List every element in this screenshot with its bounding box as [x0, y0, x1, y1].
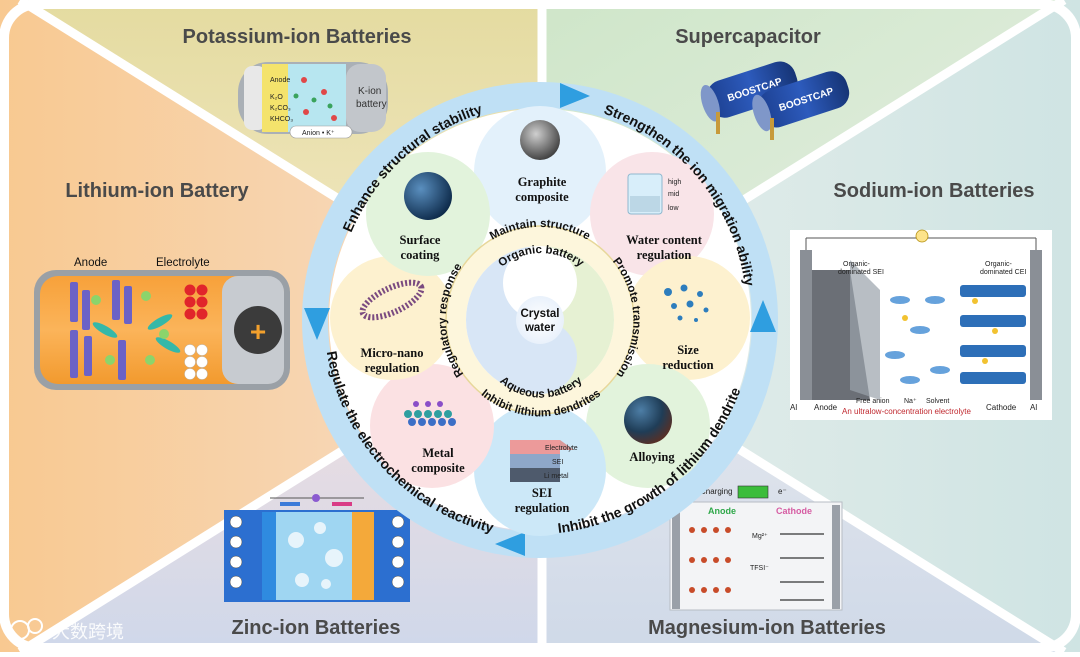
title-supercapacitor: Supercapacitor — [675, 26, 821, 48]
title-sodium: Sodium-ion Batteries — [833, 180, 1034, 202]
water-low: low — [668, 205, 679, 212]
size-particles-image — [664, 284, 709, 322]
potassium-kion-label-1: K-ion — [358, 86, 381, 97]
title-magnesium: Magnesium-ion Batteries — [648, 617, 886, 639]
sei-electrolyte: Electrolyte — [545, 445, 578, 452]
sodium-free-anion: Free anion — [856, 398, 890, 405]
sodium-solvent: Solvent — [926, 398, 949, 405]
water-high: high — [668, 179, 681, 186]
sodium-cei-label-2: dominated CEI — [980, 269, 1026, 276]
lithium-plus-terminal: + — [250, 316, 266, 347]
title-potassium: Potassium-ion Batteries — [183, 26, 412, 48]
magnesium-electron-label: e⁻ — [778, 487, 787, 496]
sodium-sei-label-2: dominated SEI — [838, 269, 884, 276]
magnesium-anode-label: Anode — [708, 506, 736, 516]
magnesium-charging-label: Charging — [700, 487, 732, 496]
core-yin-yang — [466, 246, 614, 394]
supercapacitor-illustration: BOOSTCAP BOOSTCAP — [700, 61, 850, 140]
magnesium-mg-label: Mg²⁺ — [752, 533, 768, 540]
water-beaker-image: high mid low — [627, 173, 681, 215]
potassium-legend: Anion • K⁺ — [302, 130, 335, 137]
sodium-cei-label-1: Organic- — [985, 261, 1013, 268]
potassium-kion-label-2: battery — [356, 99, 387, 110]
petal-graphite — [474, 106, 606, 238]
title-zinc: Zinc-ion Batteries — [232, 617, 401, 639]
potassium-chem-2: K₂CO₃ — [270, 105, 291, 112]
lithium-electrolyte-label: Electrolyte — [156, 257, 210, 269]
sei-li-metal: Li metal — [544, 473, 569, 480]
magnesium-battery-illustration: Charging e⁻ Anode Cathode Mg²⁺ TFSI⁻ — [669, 485, 843, 611]
central-circle: high mid low Electrolyte SEI Li metal — [302, 82, 778, 558]
sodium-al-right: Al — [1030, 403, 1037, 412]
sodium-cathode-label: Cathode — [986, 403, 1017, 412]
sodium-battery-illustration: Organic- dominated SEI Organic- dominate… — [790, 229, 1052, 420]
title-lithium: Lithium-ion Battery — [65, 180, 249, 202]
surface-coating-image — [404, 172, 452, 220]
potassium-battery-illustration: Anode K₂O K₂CO₃ KHCO₃ K-ion battery Anio… — [238, 62, 388, 139]
petal-label-alloying: Alloying — [629, 450, 675, 464]
watermark-text: 大数跨境 — [52, 622, 124, 642]
sodium-al-left: Al — [790, 403, 797, 412]
sodium-anode-label: Anode — [814, 403, 838, 412]
water-mid: mid — [668, 191, 679, 198]
micro-nano-tube-image — [359, 279, 425, 321]
watermark: 大数跨境 — [10, 618, 124, 642]
magnesium-tfsi-label: TFSI⁻ — [750, 565, 769, 572]
petal-size — [626, 256, 750, 380]
potassium-chem-1: K₂O — [270, 94, 283, 101]
alloying-image — [624, 396, 672, 444]
potassium-anode-label: Anode — [270, 77, 290, 84]
sodium-sei-label-1: Organic- — [843, 261, 871, 268]
potassium-chem-3: KHCO₃ — [270, 116, 293, 123]
ring-arrows — [304, 83, 776, 556]
sei-image: Electrolyte SEI Li metal — [510, 440, 578, 482]
sodium-electrolyte-note: An ultralow-concentration electrolyte — [842, 407, 972, 416]
graphite-image — [520, 120, 560, 160]
lithium-anode-label: Anode — [74, 257, 107, 269]
sodium-na-label: Na⁺ — [904, 398, 917, 405]
sei-sei: SEI — [552, 459, 563, 466]
zinc-battery-illustration — [224, 494, 410, 602]
metal-composite-image — [404, 401, 456, 426]
lithium-battery-illustration: + Anode Electrolyte — [34, 257, 290, 390]
magnesium-cathode-label: Cathode — [776, 506, 812, 516]
